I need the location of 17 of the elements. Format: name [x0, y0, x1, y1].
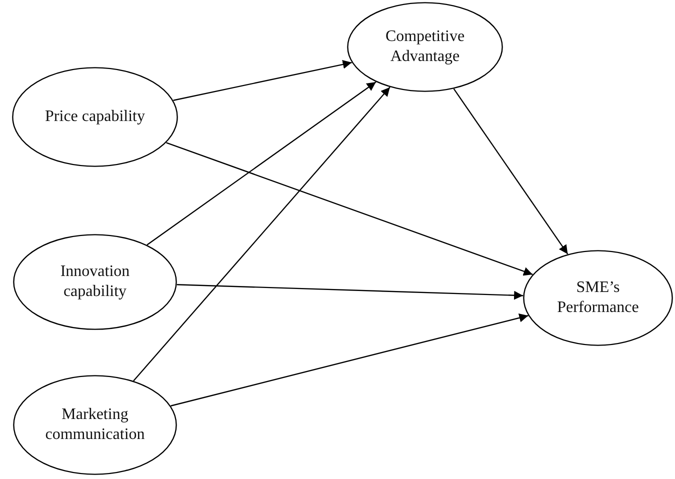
node-label: Innovation capability: [59, 262, 131, 302]
arrow: [173, 60, 352, 101]
node-label: Competitive Advantage: [384, 27, 466, 67]
arrow: [176, 284, 524, 300]
node-label: Price capability: [45, 107, 145, 127]
arrow: [166, 142, 533, 276]
ellipse-node: [523, 250, 673, 346]
node-label: Marketing communication: [44, 405, 146, 445]
arrow: [146, 81, 376, 246]
ellipse-node: [12, 67, 178, 167]
ellipse-node: [13, 234, 177, 330]
ellipse-node: [13, 375, 177, 475]
node-label: SME’s Performance: [556, 278, 640, 318]
ellipse-node: [347, 2, 503, 92]
arrow: [133, 86, 390, 382]
arrow: [170, 313, 528, 406]
arrow: [453, 88, 568, 254]
